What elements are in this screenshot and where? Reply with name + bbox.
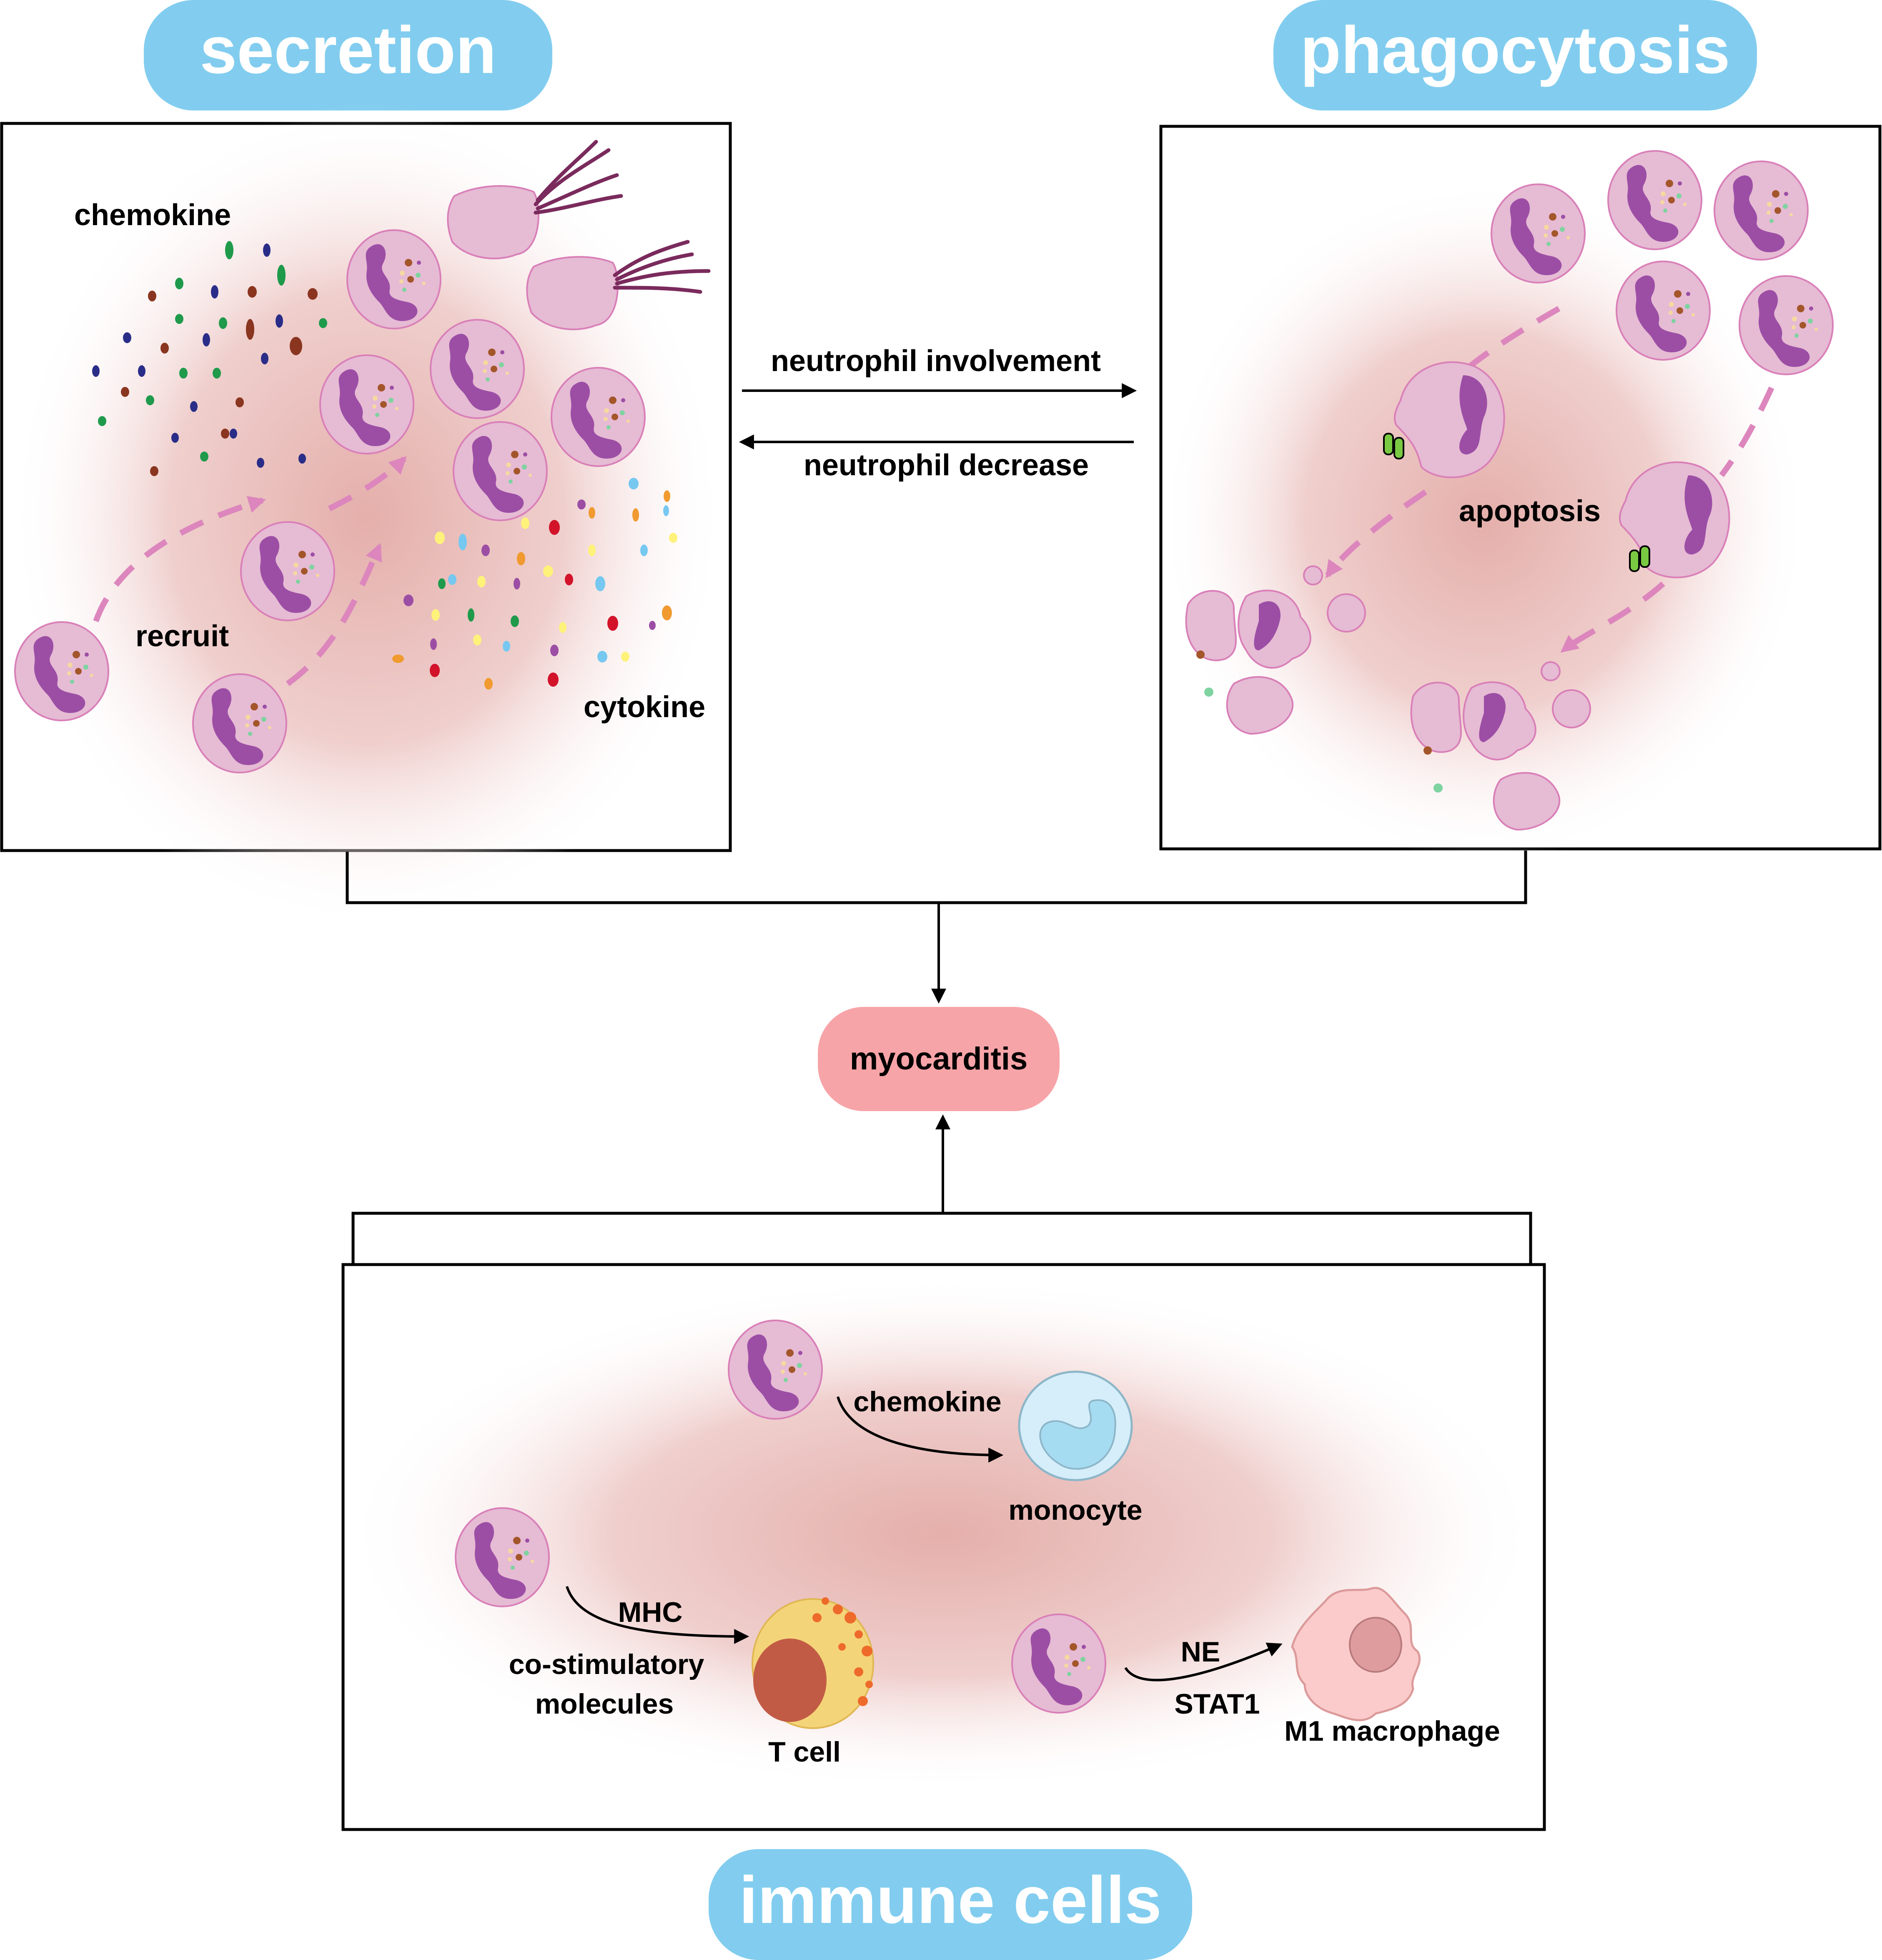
neutrophil-cell (346, 229, 441, 329)
neutrophil-cell (430, 319, 525, 419)
chemokine-arrow (837, 1396, 1004, 1463)
chemokine-label: chemokine (74, 198, 231, 232)
monocyte-cell (1018, 1370, 1133, 1481)
cytokine-particles (392, 478, 677, 690)
chemokine-particles (92, 241, 327, 476)
recruit-arrow-3 (286, 543, 382, 686)
mhc-arrow (566, 1586, 749, 1644)
myocarditis-label: myocarditis (850, 1041, 1028, 1077)
pathway-arrow (1560, 581, 1665, 653)
tcell-signal-mhc: MHC (618, 1596, 683, 1628)
secretion-title: secretion (144, 0, 552, 110)
tcell-signal-costim: co-stimulatory (509, 1649, 704, 1680)
neutrophil-cell (728, 1320, 823, 1420)
recruit-label: recruit (135, 620, 229, 653)
secretion-title-text: secretion (200, 13, 496, 87)
phagocytosis-title-text: phagocytosis (1300, 13, 1730, 87)
macrophage-signal-stat1: STAT1 (1174, 1688, 1260, 1720)
myocarditis-node: myocarditis (818, 1007, 1060, 1111)
neutrophil-cell (455, 1507, 550, 1607)
recruit-arrow-1 (93, 496, 266, 622)
neutrophil-cell (1607, 150, 1702, 250)
transition-backward: neutrophil decrease (739, 434, 1134, 482)
monocyte-label: monocyte (1008, 1494, 1142, 1526)
apoptotic-body-cluster (1185, 565, 1366, 735)
pathway-arrow (1325, 489, 1427, 578)
apoptosis-label: apoptosis (1459, 494, 1601, 528)
recruit-arrow-2 (328, 456, 407, 512)
immune-cells-title-text: immune cells (739, 1862, 1162, 1937)
neutrophil-involvement-label: neutrophil involvement (771, 344, 1101, 378)
transition-forward: neutrophil involvement (742, 344, 1137, 398)
neutrophil-cell (1011, 1614, 1106, 1714)
macrophage-signal-ne: NE (1181, 1636, 1220, 1668)
tcell-signal-molecules: molecules (535, 1688, 674, 1720)
phagocytosis-title: phagocytosis (1273, 0, 1757, 110)
neutrophil-cell (1616, 261, 1711, 361)
pathway-arrow (1719, 386, 1774, 477)
m1-macrophage (1291, 1586, 1421, 1722)
inflammation-glow (342, 1276, 1542, 1793)
cytokine-label: cytokine (584, 690, 705, 724)
phagocytosing-neutrophil (1619, 461, 1730, 578)
net-neutrophil (526, 240, 711, 330)
ne-stat1-arrow (1124, 1642, 1283, 1681)
neutrophil-cell (14, 621, 109, 721)
phagocytosing-neutrophil (1383, 361, 1505, 478)
neutrophil-cell (1491, 183, 1586, 284)
net-neutrophil (447, 140, 623, 259)
secretion-panel: chemokine (0, 104, 732, 930)
t-cell (752, 1597, 874, 1729)
apoptotic-body-cluster (1410, 661, 1591, 831)
neutrophil-cell (551, 367, 646, 467)
tcell-label: T cell (768, 1736, 841, 1768)
neutrophil-cell (319, 354, 414, 454)
immune-cells-panel: chemokine monocyte MHC co-stimulatory mo… (341, 1263, 1546, 1831)
macrophage-label: M1 macrophage (1284, 1715, 1500, 1747)
neutrophil-cell (453, 421, 548, 521)
immune-cells-title: immune cells (709, 1849, 1192, 1960)
neutrophil-decrease-label: neutrophil decrease (804, 449, 1089, 482)
neutrophil-cell (1739, 275, 1834, 375)
top-connector (346, 851, 1527, 1004)
neutrophil-cell (1714, 161, 1809, 261)
monocyte-signal-label: chemokine (853, 1386, 1001, 1418)
neutrophil-cell (240, 521, 335, 621)
phagocytosis-panel: apoptosis (1159, 125, 1882, 863)
neutrophil-cell (192, 673, 287, 773)
bottom-connector (351, 1114, 1532, 1263)
